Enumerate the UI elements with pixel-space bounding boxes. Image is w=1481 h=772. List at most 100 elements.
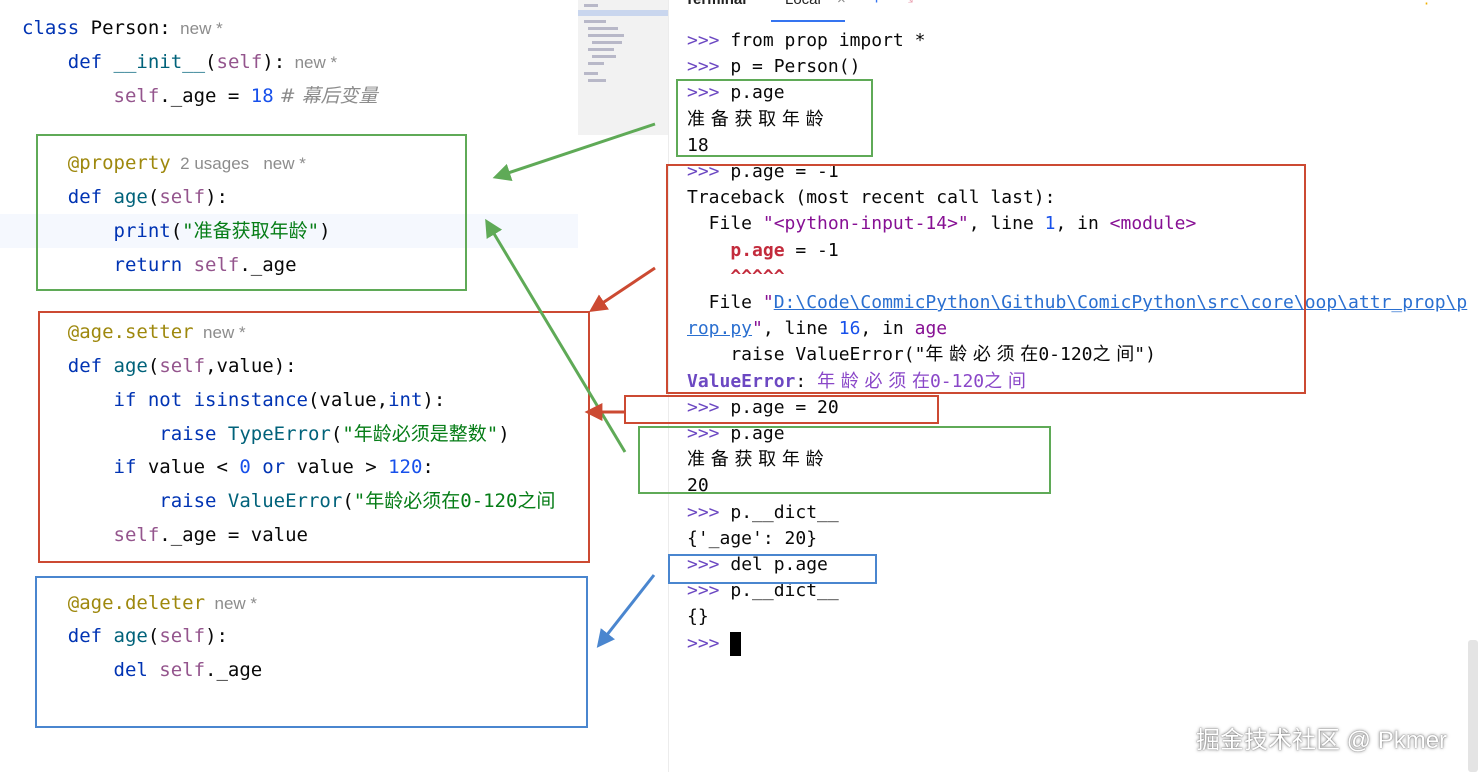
terminal-cursor	[730, 631, 742, 656]
code-token: ._age =	[159, 84, 251, 107]
terminal-token: p.__dict__	[730, 580, 839, 602]
code-token: ):	[262, 50, 286, 73]
green-annotation-box-get-20	[638, 426, 1051, 494]
terminal-token: >>>	[687, 161, 731, 182]
terminal-line: File "D:\Code\CommicPython\Github\ComicP…	[687, 290, 1468, 316]
code-line[interactable]: raise ValueError("年龄必须在0-120之间	[0, 484, 578, 518]
terminal-token: 之 间	[1092, 344, 1135, 366]
code-line[interactable]: def age(self):	[0, 619, 578, 653]
code-line[interactable]: def age(self):	[0, 180, 578, 214]
code-line[interactable]: self._age = value	[0, 518, 578, 552]
code-token: raise	[159, 490, 228, 513]
close-tab-icon[interactable]: ×	[837, 0, 846, 8]
code-token: "年龄必须在0-120之间	[353, 490, 556, 513]
arrow-red-traceback	[589, 266, 656, 312]
terminal-line: {}	[687, 604, 709, 630]
terminal-token: >>>	[687, 554, 731, 575]
code-line[interactable]: self._age = 18 # 幕后变量	[0, 79, 578, 113]
code-line[interactable]: if not isinstance(value,int):	[0, 383, 578, 417]
tab-local[interactable]: Local	[785, 0, 821, 8]
minimap-line	[584, 4, 598, 7]
code-token: (	[205, 50, 217, 73]
terminal-token: p = Person()	[730, 56, 861, 78]
code-token: (	[147, 355, 160, 377]
code-token: # 幕后变量	[273, 84, 378, 107]
code-line[interactable]: del self._age	[0, 653, 578, 687]
terminal-token: >>>	[687, 396, 731, 418]
code-token: def	[67, 50, 114, 73]
code-token: ValueError	[227, 490, 343, 513]
terminal-token: >>>	[687, 423, 731, 444]
terminal-token: ")	[1134, 344, 1156, 366]
code-line[interactable]: return self._age	[0, 248, 578, 282]
terminal-token: >>>	[687, 82, 731, 104]
arrow-blue-deleter	[596, 574, 656, 648]
code-minimap[interactable]	[578, 0, 668, 135]
code-token: self	[159, 355, 206, 377]
terminal-token: :	[795, 370, 818, 392]
code-line[interactable]: @age.setter new *	[0, 315, 578, 349]
code-line[interactable]: @property 2 usages new *	[0, 146, 578, 180]
code-line[interactable]: class Person: new *	[0, 11, 578, 45]
terminal-token[interactable]: D:\Code\CommicPython\Github\ComicPython\…	[773, 292, 1468, 313]
code-token: (	[147, 186, 160, 208]
code-token: value <	[147, 456, 240, 479]
minimize-icon[interactable]: —	[1447, 0, 1462, 4]
terminal-line: {'_age': 20}	[687, 526, 817, 552]
terminal-token: raise ValueError("	[687, 344, 926, 366]
options-icon[interactable]: ⋮	[1419, 0, 1434, 7]
code-token	[22, 85, 114, 107]
minimap-line	[588, 48, 614, 51]
code-line[interactable]: print("准备获取年龄")	[0, 213, 578, 248]
green-annotation-box-get-18	[676, 79, 873, 157]
code-token: ._age	[205, 659, 263, 682]
terminal-token: Traceback (most recent call last):	[687, 187, 1056, 209]
terminal-line: >>> p.age	[687, 80, 785, 106]
terminal-token: 0-120	[929, 370, 985, 392]
terminal-scrollbar[interactable]	[1468, 640, 1478, 772]
terminal-token: p.age	[730, 82, 785, 104]
minimap-viewport[interactable]	[578, 10, 668, 16]
terminal-line: >>> del p.age	[687, 552, 828, 578]
terminal-line: >>> p.age	[687, 421, 785, 447]
code-token: @property	[67, 152, 171, 175]
code-editor[interactable]: class Person: new * def __init__(self): …	[0, 0, 578, 772]
terminal-token: age	[914, 318, 948, 340]
new-session-icon[interactable]: ⤡	[901, 0, 913, 6]
terminal-token: 年 龄 必 须 在	[925, 344, 1039, 366]
terminal-line: File "<python-input-14>", line 1, in <mo…	[687, 211, 1197, 237]
code-token: or	[250, 456, 297, 479]
terminal-line: ValueError: 年 龄 必 须 在0-120之 间	[687, 369, 1026, 395]
code-token: return	[113, 253, 194, 276]
terminal-token: >>>	[687, 30, 731, 51]
terminal-token: p.age = 20	[730, 396, 839, 418]
code-line[interactable]: def age(self,value):	[0, 349, 578, 383]
code-token: ._age	[239, 253, 297, 276]
code-token: @age.setter	[67, 321, 194, 344]
add-tab-icon[interactable]: +	[871, 0, 882, 10]
code-token: self	[159, 186, 206, 208]
code-token: self	[113, 84, 160, 107]
active-tab-indicator	[771, 20, 845, 22]
terminal-token: del p.age	[730, 554, 828, 575]
terminal-line: rop.py", line 16, in age	[687, 316, 947, 342]
blue-annotation-box-deleter	[35, 576, 588, 728]
code-line[interactable]: if value < 0 or value > 120:	[0, 450, 578, 484]
code-line[interactable]: def __init__(self): new *	[0, 45, 578, 79]
code-token: int	[388, 388, 423, 411]
terminal-token: ValueError	[687, 370, 796, 392]
terminal-token: p.age	[730, 423, 785, 444]
code-token: ):	[205, 625, 228, 648]
terminal-token[interactable]: rop.py	[687, 318, 753, 340]
terminal-panel[interactable]: Terminal Local × + ⤡ ⋮ — >>> from prop i…	[668, 0, 1481, 772]
tab-terminal[interactable]: Terminal	[685, 0, 746, 8]
code-line[interactable]: @age.deleter new *	[0, 586, 578, 620]
code-token: print	[113, 219, 171, 242]
terminal-token: 1	[1044, 213, 1056, 235]
code-token: (	[147, 625, 160, 648]
terminal-line: >>> p.age = 20	[687, 395, 839, 421]
blue-annotation-box-del	[668, 554, 877, 584]
code-token: ):	[422, 388, 446, 411]
code-token: (	[342, 490, 354, 513]
code-token: 0	[239, 456, 251, 479]
